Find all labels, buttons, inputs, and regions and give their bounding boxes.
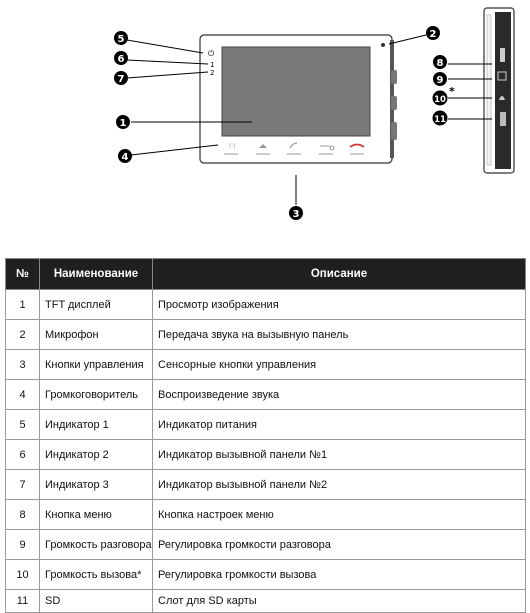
bell-icon <box>499 96 505 100</box>
callout-10-asterisk: * <box>449 85 455 98</box>
svg-text:5: 5 <box>118 34 125 45</box>
row-number: 4 <box>5 379 40 410</box>
device-diagram: ⏻ 1 2 (·) <box>0 0 530 240</box>
callout-6: 6 <box>114 51 128 65</box>
callout-3: 3 <box>289 206 303 220</box>
callout-4: 4 <box>118 149 132 163</box>
svg-text:1: 1 <box>120 118 127 129</box>
row-name: Индикатор 1 <box>39 409 153 440</box>
row-number: 3 <box>5 349 40 380</box>
svg-text:4: 4 <box>122 152 129 163</box>
monitor-button: (·) <box>229 143 236 150</box>
row-description: Сенсорные кнопки управления <box>152 349 526 380</box>
row-description: Кнопка настроек меню <box>152 499 526 530</box>
callout-7: 7 <box>114 71 128 85</box>
row-description: Индикатор вызывной панели №1 <box>152 439 526 470</box>
row-number: 5 <box>5 409 40 440</box>
sd-slot-icon <box>500 112 506 126</box>
header-description: Описание <box>152 258 526 290</box>
row-name: Громкость вызова* <box>39 559 153 590</box>
row-name: TFT дисплей <box>39 289 153 320</box>
header-name: Наименование <box>39 258 153 290</box>
row-description: Передача звука на вызывную панель <box>152 319 526 350</box>
unlock-button <box>320 145 335 151</box>
row-description: Воспроизведение звука <box>152 379 526 410</box>
hangup-icon <box>349 143 365 148</box>
svg-text:8: 8 <box>437 58 444 69</box>
row-description: Индикатор питания <box>152 409 526 440</box>
row-name: Громкоговоритель <box>39 379 153 410</box>
callout-1: 1 <box>116 115 130 129</box>
row-name: Громкость разговора <box>39 529 153 560</box>
row-number: 2 <box>5 319 40 350</box>
callout-5: 5 <box>114 31 128 45</box>
row-number: 10 <box>5 559 40 590</box>
svg-text:7: 7 <box>118 74 125 85</box>
row-number: 9 <box>5 529 40 560</box>
svg-text:9: 9 <box>437 75 444 86</box>
callout-11: 11 <box>432 110 448 126</box>
row-description: Регулировка громкости разговора <box>152 529 526 560</box>
callout-2: 2 <box>426 26 440 40</box>
row-name: Индикатор 3 <box>39 469 153 500</box>
row-name: Микрофон <box>39 319 153 350</box>
monitor-front: ⏻ 1 2 (·) <box>199 34 397 164</box>
control-buttons[interactable]: (·) <box>224 142 365 155</box>
row-number: 8 <box>5 499 40 530</box>
power-icon: ⏻ <box>208 49 215 58</box>
header-number: № <box>5 258 40 290</box>
row-number: 6 <box>5 439 40 470</box>
indicator-2-label: 2 <box>210 69 214 77</box>
microphone <box>381 43 385 47</box>
monitor-side <box>483 7 515 174</box>
callout-8: 8 <box>433 55 447 69</box>
svg-text:2: 2 <box>430 29 437 40</box>
volume-icon <box>497 71 507 81</box>
row-description: Индикатор вызывной панели №2 <box>152 469 526 500</box>
svg-text:3: 3 <box>293 209 300 220</box>
row-number: 7 <box>5 469 40 500</box>
svg-text:10: 10 <box>434 95 446 105</box>
table-header-row: № Наименование Описание <box>5 258 526 290</box>
row-name: Кнопка меню <box>39 499 153 530</box>
indicator-1-label: 1 <box>210 61 214 69</box>
row-description: Регулировка громкости вызова <box>152 559 526 590</box>
row-description: Просмотр изображения <box>152 289 526 320</box>
row-name: SD <box>39 589 153 613</box>
svg-text:11: 11 <box>434 115 446 125</box>
menu-icon <box>500 48 505 62</box>
row-description: Слот для SD карты <box>152 589 526 613</box>
callout-9: 9 <box>433 72 447 86</box>
talk-button <box>289 142 298 149</box>
row-name: Индикатор 2 <box>39 439 153 470</box>
menu-button <box>259 144 267 148</box>
row-name: Кнопки управления <box>39 349 153 380</box>
svg-text:6: 6 <box>118 54 125 65</box>
row-number: 11 <box>5 589 40 613</box>
tft-display <box>221 46 371 137</box>
row-number: 1 <box>5 289 40 320</box>
callout-10: 10 <box>432 90 448 106</box>
